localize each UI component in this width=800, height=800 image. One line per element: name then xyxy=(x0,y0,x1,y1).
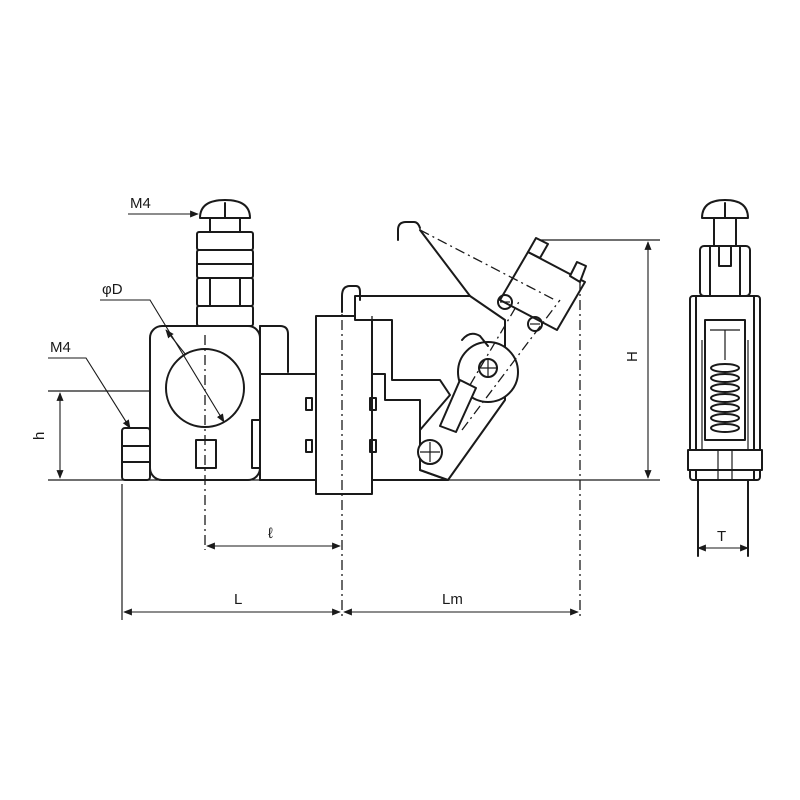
labels: M4 φD M4 h ℓ L Lm H T xyxy=(31,195,726,608)
brush-box xyxy=(497,237,587,332)
dimensions xyxy=(56,241,749,616)
spring-icon xyxy=(710,363,740,433)
clamp-slot xyxy=(195,439,217,469)
side-hex-nut xyxy=(121,427,151,481)
label-l: L xyxy=(234,591,242,608)
label-l-small: ℓ xyxy=(268,525,273,542)
label-lm: Lm xyxy=(442,591,463,608)
label-m4-top: M4 xyxy=(130,195,151,212)
label-T: T xyxy=(717,528,726,545)
label-H: H xyxy=(624,351,641,362)
label-m4-side: M4 xyxy=(50,339,71,356)
leaders xyxy=(48,210,225,429)
brush-block xyxy=(315,315,373,495)
connecting-plate xyxy=(259,315,449,495)
label-h: h xyxy=(31,432,48,440)
label-diameter: φD xyxy=(102,281,123,298)
top-bolt xyxy=(196,199,254,327)
front-view xyxy=(48,199,660,620)
holder-arm xyxy=(341,221,519,481)
side-view xyxy=(687,199,763,557)
